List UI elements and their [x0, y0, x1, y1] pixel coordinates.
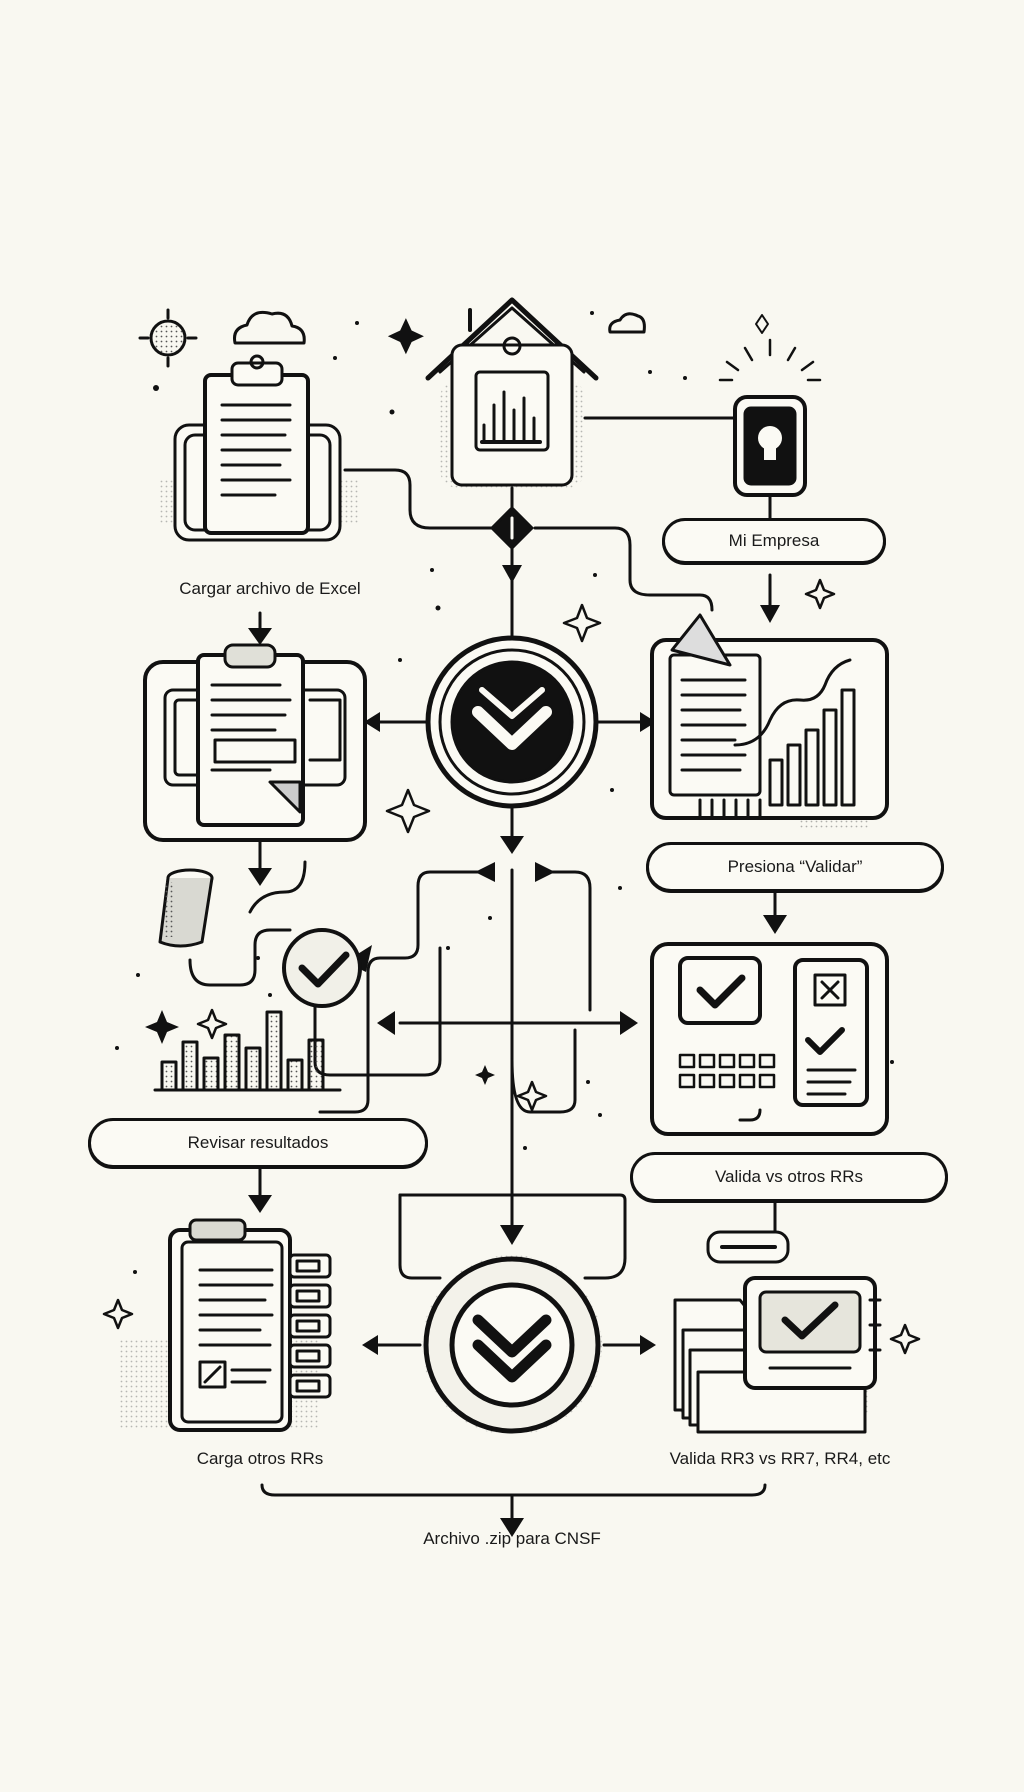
presiona-validar-label: Presiona “Validar”: [646, 842, 944, 892]
clipboard-panel-icon: [143, 643, 367, 842]
download-circle-icon: [422, 1255, 602, 1435]
lock-card-icon: [718, 338, 822, 497]
valida-rr3-label: Valida RR3 vs RR7, RR4, etc: [669, 1449, 891, 1468]
mi-empresa-label: Mi Empresa: [662, 518, 886, 564]
house-chart-icon: [425, 297, 599, 488]
bar-chart-icon: [153, 1010, 342, 1092]
clipboard-icon: [160, 354, 360, 542]
arrowheads: [248, 565, 787, 1537]
approved-files-icon: [673, 1276, 882, 1434]
cargar-excel-label: Cargar archivo de Excel: [179, 579, 361, 598]
validate-circle-icon: [425, 635, 599, 809]
sun-icon: [138, 308, 198, 368]
decorative-sparkles: [102, 311, 921, 1355]
cloud-icon: [233, 310, 646, 345]
checkmark-badge-icon: [282, 928, 362, 1008]
document-stack-icon: [120, 1218, 332, 1432]
document-chart-icon: [650, 613, 889, 830]
carga-otros-label: Carga otros RRs: [196, 1449, 324, 1468]
connector-lines: [188, 416, 777, 1522]
connector-bar-icon: [706, 1230, 790, 1264]
bucket-icon: [158, 868, 214, 948]
valida-otros-label: Valida vs otros RRs: [630, 1152, 948, 1202]
checklist-panel-icon: [650, 942, 889, 1136]
revisar-resultados-label: Revisar resultados: [88, 1118, 428, 1168]
center-diamond-icon: [490, 506, 534, 550]
archivo-zip-label: Archivo .zip para CNSF: [423, 1529, 601, 1548]
